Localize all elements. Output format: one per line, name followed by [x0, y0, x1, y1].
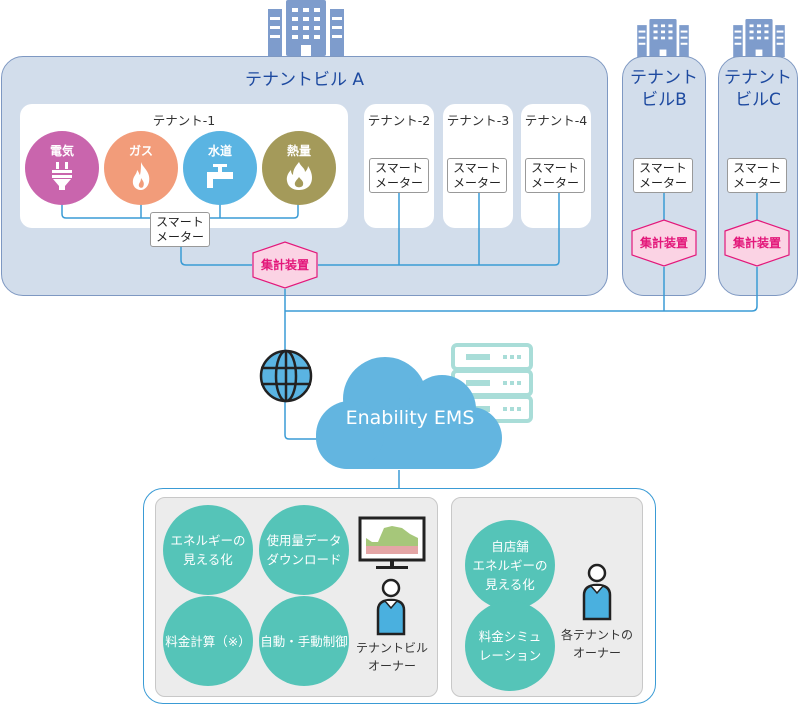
function-own-store-visualization: 自店舗 エネルギーの 見える化 — [465, 520, 555, 610]
meter-line1: スマート — [375, 161, 423, 175]
faucet-icon — [207, 164, 233, 188]
utility-water-label: 水道 — [207, 144, 232, 158]
smart-meter-tenant-1: スマート メーター — [150, 212, 210, 247]
function-billing-simulation: 料金シミュ レーション — [465, 601, 555, 691]
plug-icon — [52, 162, 72, 190]
tenant-1-label: テナント-1 — [152, 113, 216, 128]
meter-line2: メーター — [452, 176, 501, 190]
fire-icon — [286, 162, 312, 190]
cloud-shape — [316, 357, 502, 469]
building-c-title-line1: テナント — [724, 68, 792, 88]
aggregator-building-c: 集計装置 — [724, 219, 790, 267]
meter-line2: メーター — [155, 230, 204, 244]
tenant-3-label: テナント-3 — [446, 113, 510, 128]
aggregator-label: 集計装置 — [260, 258, 309, 272]
aggregator-label: 集計装置 — [639, 236, 688, 250]
function-billing: 料金計算（※） — [163, 596, 253, 686]
meter-line2: メーター — [638, 176, 687, 190]
meter-line2: メーター — [374, 176, 423, 190]
ems-services-container — [143, 488, 656, 704]
building-b-title-line1: テナント — [630, 68, 698, 88]
utility-electricity-label: 電気 — [49, 144, 74, 158]
utility-water: 水道 — [183, 131, 257, 205]
utility-gas-label: ガス — [128, 144, 153, 158]
hexagon-shape — [631, 219, 697, 267]
utility-electricity: 電気 — [25, 131, 99, 205]
building-b-title-line2: ビルB — [641, 90, 687, 110]
utility-heat-label: 熱量 — [286, 144, 311, 158]
building-owner-label: テナントビル オーナー — [355, 641, 428, 673]
aggregator-building-b: 集計装置 — [631, 219, 697, 267]
person-icon — [376, 578, 406, 636]
function-energy-visualization: エネルギーの 見える化 — [163, 505, 253, 595]
monitor-chart-icon — [358, 516, 426, 569]
aggregator-building-a: 集計装置 — [252, 241, 318, 289]
function-usage-download: 使用量データ ダウンロード — [259, 505, 349, 595]
function-control: 自動・手動制御 — [259, 596, 349, 686]
tenant-owner-label: 各テナントの オーナー — [560, 628, 633, 660]
meter-line1: スマート — [156, 215, 204, 229]
building-a-title: テナントビル A — [244, 70, 365, 90]
building-b-title: テナント ビルB — [623, 67, 705, 111]
meter-line2: メーター — [530, 176, 579, 190]
meter-line1: スマート — [639, 161, 687, 175]
smart-meter-tenant-3: スマート メーター — [447, 158, 507, 193]
smart-meter-building-c: スマート メーター — [727, 158, 787, 193]
flame-icon — [132, 162, 150, 190]
building-c-title: テナント ビルC — [719, 67, 797, 111]
meter-line1: スマート — [453, 161, 501, 175]
meter-line1: スマート — [531, 161, 579, 175]
smart-meter-building-b: スマート メーター — [633, 158, 693, 193]
building-c-title-line2: ビルC — [735, 90, 781, 110]
person-icon — [582, 563, 612, 621]
hexagon-shape — [252, 241, 318, 289]
utility-heat: 熱量 — [262, 131, 336, 205]
building-b-icon — [637, 19, 689, 57]
smart-meter-tenant-2: スマート メーター — [369, 158, 429, 193]
building-c-icon — [733, 19, 785, 57]
globe-icon — [259, 349, 313, 403]
smart-meter-tenant-4: スマート メーター — [525, 158, 585, 193]
tenant-4-label: テナント-4 — [524, 113, 588, 128]
aggregator-label: 集計装置 — [732, 236, 781, 250]
meter-line2: メーター — [732, 176, 781, 190]
tenant-2-label: テナント-2 — [367, 113, 431, 128]
utility-gas: ガス — [104, 131, 178, 205]
hexagon-shape — [724, 219, 790, 267]
backbone-line — [284, 289, 318, 440]
cloud-label: Enability EMS — [345, 407, 475, 429]
building-link-line — [285, 267, 758, 312]
meter-line1: スマート — [733, 161, 781, 175]
building-a-icon — [268, 0, 344, 56]
